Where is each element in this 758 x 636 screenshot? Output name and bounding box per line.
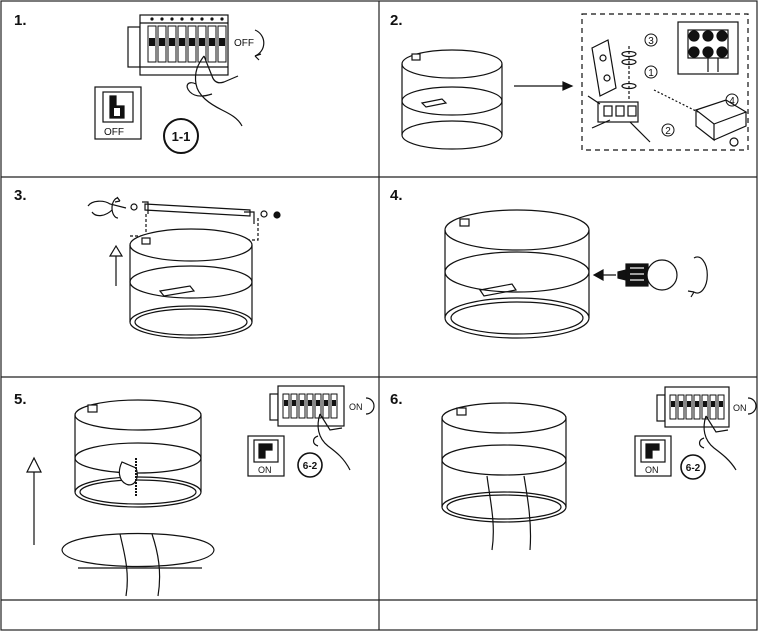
callout-1-1-label: 1-1 [172,129,191,144]
step-5-illustration: ON ON 6-2 [26,385,375,597]
callout-3: 3 [648,36,654,47]
step-3-number: 3. [14,187,27,204]
callout-6-2-circle [297,452,323,478]
hand-icon [312,413,351,471]
detail-frame [581,13,749,151]
step-1-number: 1. [14,12,27,29]
step-6-number: 6. [390,391,403,408]
mounting-plate [130,201,281,224]
diffuser [61,532,215,597]
wiring-diagram [677,21,739,75]
lamp-body [444,209,590,339]
breaker-on-label: ON [349,402,363,412]
hand-icon [186,55,243,127]
breaker-off-label: OFF [234,38,254,49]
callout-4: 4 [729,96,735,107]
wall-switch-off [94,86,142,140]
wall-switch-on-label: ON [645,465,659,475]
screws-and-washers [621,46,637,100]
wall-switch-on [247,435,285,477]
rotate-arrow [693,256,708,294]
callout-1-1-circle [163,118,199,154]
lamp-body [74,399,202,508]
step-4-illustration [444,209,708,339]
callout-6-2-circle [680,454,706,480]
breaker-panel [656,386,730,428]
lamp-body [441,402,567,551]
step-5-number: 5. [14,391,27,408]
breaker-on-label: ON [733,403,747,413]
breaker-panel [127,14,229,76]
step-2-number: 2. [390,12,403,29]
lamp-body [401,49,503,150]
step-2-illustration: 3 1 2 4 [401,13,749,151]
light-bulb-icon [617,259,678,291]
wall-switch-on [634,435,672,477]
callout-2: 2 [665,126,671,137]
wall-switch-on-label: ON [258,465,272,475]
breaker-panel [269,385,345,427]
screwdriver-hand-icon [87,200,127,217]
rotate-arrow [254,29,265,57]
callout-1: 1 [648,68,654,79]
step-3-illustration [87,196,281,339]
hand-icon [698,415,737,471]
mounting-bracket [591,39,617,97]
terminal-block [587,95,651,143]
lamp-body [129,228,253,339]
step-4-number: 4. [390,187,403,204]
wall-switch-off-label: OFF [104,127,124,138]
callout-6-2-label: 6-2 [686,463,701,474]
step-6-illustration: ON ON 6-2 [441,386,757,551]
step-1-illustration: OFF OFF 1-1 [94,14,265,154]
callout-6-2-label: 6-2 [303,461,318,472]
